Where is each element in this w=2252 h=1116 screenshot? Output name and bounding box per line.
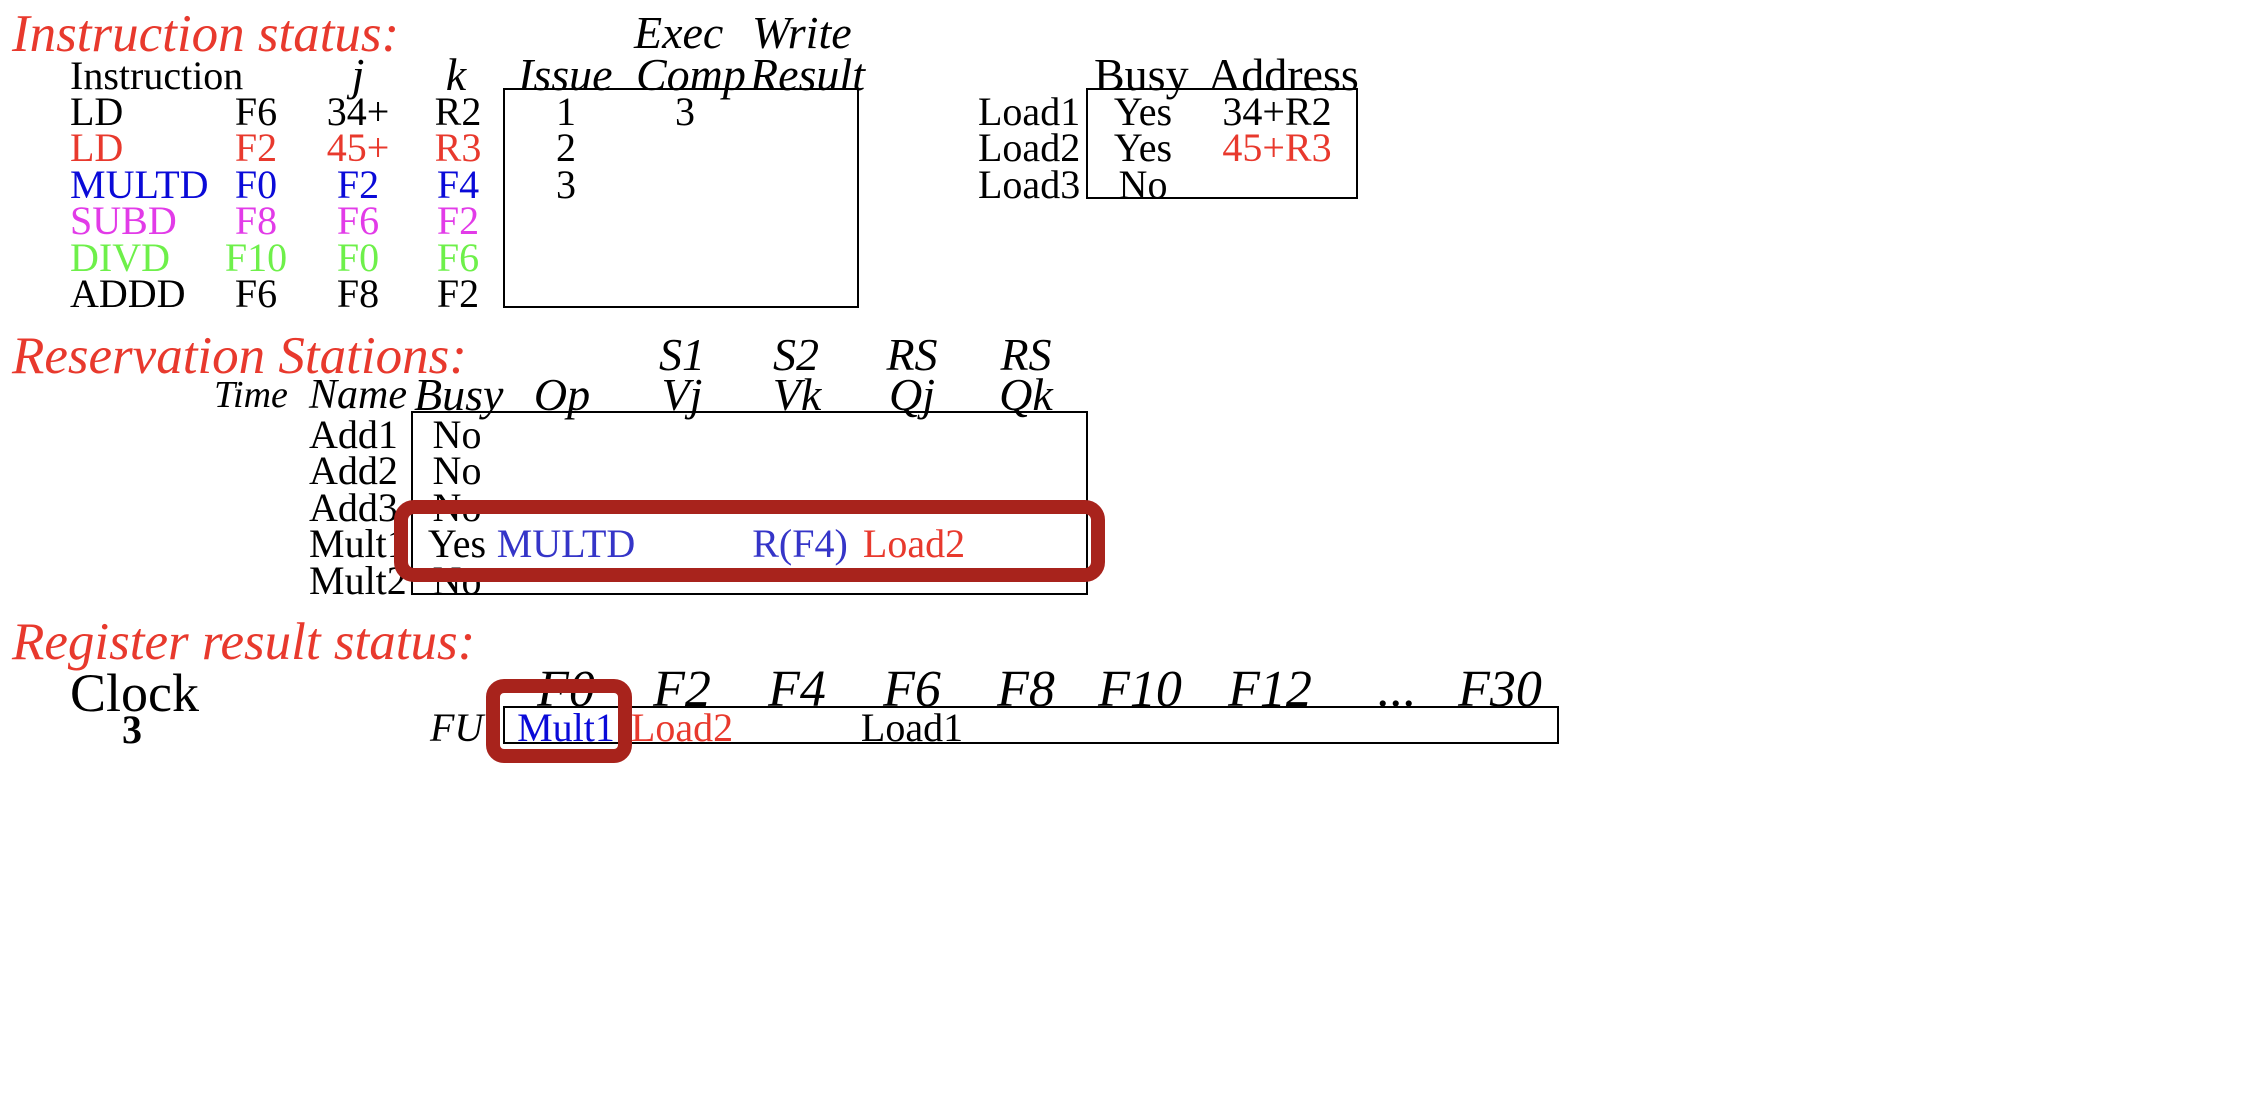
instruction-k: R3 (434, 125, 482, 171)
instruction-dest: F6 (234, 271, 278, 316)
rs-busy: No (432, 448, 482, 494)
register-header: F8 (997, 661, 1055, 718)
clock-value: 3 (122, 707, 142, 752)
register-header: F4 (768, 661, 826, 718)
instruction-dest: F6 (234, 89, 278, 134)
reservation-stations-title: Reservation Stations: (12, 327, 467, 385)
register-header: F12 (1228, 661, 1312, 718)
instruction-status-title: Instruction status: (12, 5, 400, 63)
qk-header: Qk (999, 369, 1053, 420)
instruction-exec: 3 (675, 89, 695, 134)
s1-header: S1 (659, 329, 705, 380)
instruction-j: F6 (336, 198, 380, 244)
time-header: Time (214, 374, 288, 416)
s2-header: S2 (773, 329, 819, 380)
instruction-k: F2 (436, 271, 480, 316)
op-header: Op (533, 369, 591, 420)
instruction-k: R2 (434, 89, 482, 134)
fu-label: FU (430, 705, 484, 750)
instruction-k: F6 (436, 234, 480, 280)
rs-name: Add2 (309, 448, 398, 494)
instruction-j: F8 (336, 271, 380, 316)
register-header: ... (1377, 661, 1417, 718)
rs-vk: R(F4) (752, 521, 848, 567)
register-fu: Load2 (630, 705, 734, 750)
write-header-top: Write (752, 7, 852, 58)
f0-highlight (486, 679, 632, 763)
instruction-j: 34+ (326, 89, 390, 134)
rs2-header: RS (1000, 329, 1052, 380)
qj-header: Qj (889, 369, 935, 420)
register-fu: Mult1 (517, 705, 615, 750)
register-fu-box (503, 706, 1559, 744)
rs1-header: RS (886, 329, 938, 380)
register-status-title: Register result status: (12, 613, 476, 671)
instruction-k: F2 (436, 198, 480, 244)
mult1-highlight (394, 500, 1105, 582)
rs-name: Mult2 (309, 557, 407, 603)
instruction-j: F0 (336, 234, 380, 280)
instruction-j: 45+ (326, 125, 390, 171)
rs-name: Add1 (309, 412, 398, 457)
name-header: Name (309, 372, 407, 418)
register-header: F6 (883, 661, 941, 718)
instruction-op: DIVD (70, 234, 170, 280)
load-buffer-name: Load3 (978, 161, 1081, 207)
register-header: F2 (653, 661, 711, 718)
instruction-dest: F8 (234, 198, 278, 244)
j-header: j (351, 49, 365, 100)
load-buffer-busy: No (1118, 161, 1168, 207)
instruction-dest: F0 (234, 161, 278, 207)
busy-rs-header: Busy (414, 369, 504, 420)
clock-label: Clock (70, 663, 199, 723)
instruction-issue: 3 (556, 161, 576, 207)
exec-header-top: Exec (634, 7, 724, 58)
load-buffer-busy: Yes (1113, 125, 1173, 171)
load-buffer-name: Load1 (978, 89, 1081, 134)
load-buffer-busy: Yes (1113, 89, 1173, 134)
instruction-dest: F10 (224, 234, 288, 280)
instruction-op: ADDD (70, 271, 186, 316)
instruction-dest: F2 (234, 125, 278, 171)
register-header: F30 (1458, 661, 1542, 718)
load-buffer-address: 45+R3 (1222, 125, 1332, 171)
instruction-j: F2 (336, 161, 380, 207)
instruction-k: F4 (436, 161, 480, 207)
register-header: F10 (1098, 661, 1182, 718)
rs-busy: Yes (427, 521, 487, 567)
rs-op: MULTD (496, 521, 636, 567)
instruction-op: SUBD (70, 198, 177, 244)
instruction-op: LD (70, 125, 124, 171)
instruction-timing-box (503, 88, 859, 308)
load-buffer-address: 34+R2 (1222, 89, 1332, 134)
instruction-issue: 2 (556, 125, 576, 171)
instruction-op: MULTD (70, 161, 209, 207)
load-buffer-name: Load2 (978, 125, 1081, 171)
rs-name: Mult1 (309, 521, 407, 567)
rs-qj: Load2 (862, 521, 966, 567)
register-fu: Load1 (860, 705, 964, 750)
load-buffer-box (1086, 88, 1358, 199)
instruction-header: Instruction (70, 53, 244, 98)
vk-header: Vk (772, 369, 822, 420)
rs-name: Add3 (309, 484, 398, 530)
instruction-issue: 1 (556, 89, 576, 134)
vj-header: Vj (661, 369, 703, 420)
instruction-op: LD (70, 89, 124, 134)
rs-busy: No (432, 412, 482, 457)
k-header: k (445, 49, 467, 100)
